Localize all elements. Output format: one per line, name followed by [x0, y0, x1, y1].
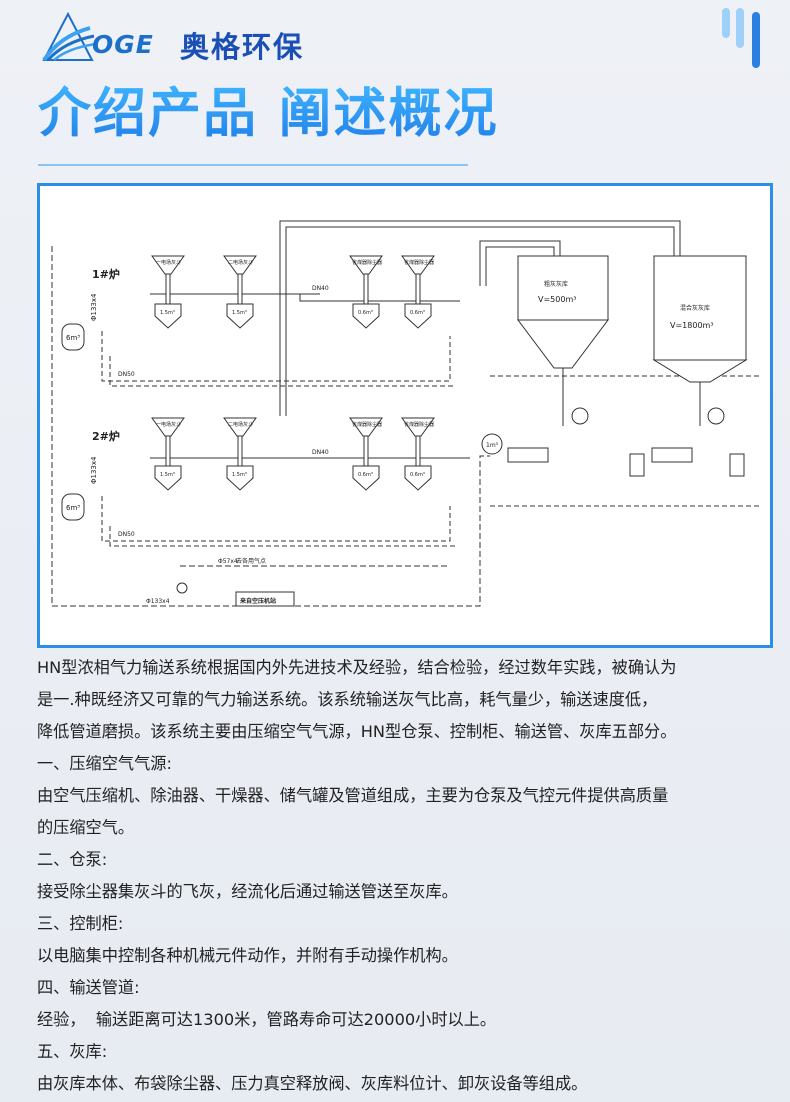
pipe-dn-label-3: DN50	[118, 371, 135, 378]
ash-silo-1: 粗灰灰库 V=500m³	[517, 255, 609, 426]
instrument-air-label: 去各用气点	[236, 557, 266, 565]
silo-2-title: 混合灰灰库	[680, 304, 710, 312]
air-tank-1: 6m³	[61, 323, 85, 351]
air-source-label: 来自空压机站	[240, 597, 276, 605]
section-1-line-1: 由空气压缩机、除油器、干燥器、储气罐及管道组成，主要为仓泵及气控元件提供高质量	[37, 786, 669, 805]
main-pipe-label: Φ133x4	[146, 598, 170, 605]
pipe-dn-label-4: DN50	[118, 531, 135, 538]
ash-silo-2: 混合灰灰库 V=1800m³	[652, 255, 748, 426]
intro-line-3: 降低管道磨损。该系统主要由压缩空气气源，HN型仓泵、控制柜、输送管、灰库五部分。	[37, 722, 677, 741]
section-3-line: 以电脑集中控制各种机械元件动作，并附有手动操作机构。	[37, 946, 458, 965]
pressure-gauge-icon	[176, 582, 188, 594]
furnace-label-1: 1#炉	[92, 267, 120, 281]
svg-text:1.5m³: 1.5m³	[232, 310, 247, 316]
intro-line-1: HN型浓相气力输送系统根据国内外先进技术及经验，结合检验，经过数年实践，被确认为	[37, 658, 677, 677]
air-tank-2: 6m³	[61, 493, 85, 521]
unloading-equipment	[481, 407, 745, 477]
air-tank-label-2: 6m³	[66, 504, 80, 512]
hopper-pump-2-3: 省煤器除尘器 0.6m³	[349, 417, 383, 491]
section-4-title: 四、输送管道:	[37, 978, 140, 997]
furnace-label-2: 2#炉	[92, 429, 120, 443]
svg-text:1.5m³: 1.5m³	[160, 310, 175, 316]
svg-text:省煤器除尘器: 省煤器除尘器	[352, 421, 382, 428]
svg-text:0.6m³: 0.6m³	[410, 310, 425, 316]
svg-text:0.6m³: 0.6m³	[358, 310, 373, 316]
pipe-dn-label-1: DN40	[312, 285, 329, 292]
section-5-title: 五、灰库:	[37, 1042, 108, 1061]
pipe-size-label-1: Φ133x4	[90, 293, 98, 321]
logo-mark-icon	[42, 11, 97, 62]
buffer-tank-label: 1m³	[486, 442, 499, 449]
svg-text:一电场灰斗: 一电场灰斗	[156, 421, 181, 428]
section-2-line: 接受除尘器集灰斗的飞灰，经流化后通过输送管送至灰库。	[37, 882, 458, 901]
system-flow-diagram: 1#炉 2#炉 Φ133x4 Φ133x4 6m³ 6m³ 一电场灰斗 1.5m…	[37, 183, 773, 648]
silo-1-title: 粗灰灰库	[544, 280, 568, 288]
svg-text:1.5m³: 1.5m³	[232, 472, 247, 478]
page-headline: 介绍产品 阐述概况	[38, 83, 499, 144]
intro-line-2: 是一.种既经济又可靠的气力输送系统。该系统输送灰气比高，耗气量少，输送速度低，	[37, 690, 658, 709]
section-1-title: 一、压缩空气气源:	[37, 754, 172, 773]
svg-text:1.5m³: 1.5m³	[160, 472, 175, 478]
logo-chinese-text: 奥格环保	[180, 30, 305, 64]
svg-text:省煤器除尘器: 省煤器除尘器	[404, 421, 434, 428]
header-divider	[38, 164, 468, 166]
hopper-pump-1-1: 一电场灰斗 1.5m³	[151, 255, 185, 329]
brand-logo: OGE 奥格环保	[40, 10, 330, 66]
section-5-line: 由灰库本体、布袋除尘器、压力真空释放阀、灰库料位计、卸灰设备等组成。	[37, 1074, 588, 1093]
hopper-pump-1-4: 省煤器除尘器 0.6m³	[401, 255, 435, 329]
branch-pipe-label: Φ57x4	[218, 558, 238, 565]
silo-1-volume: V=500m³	[538, 295, 576, 304]
hopper-pump-2-4: 省煤器除尘器 0.6m³	[401, 417, 435, 491]
section-4-line: 经验， 输送距离可达1300米，管路寿命可达20000小时以上。	[37, 1010, 497, 1029]
svg-text:一电场灰斗: 一电场灰斗	[156, 259, 181, 266]
pump-row-2: 一电场灰斗 1.5m³ 二电场灰斗 1.5m³ 省煤器除尘器 0.6m³	[151, 417, 435, 491]
hopper-pump-2-1: 一电场灰斗 1.5m³	[151, 417, 185, 491]
logo-latin-text: OGE	[92, 30, 154, 59]
hopper-pump-1-2: 二电场灰斗 1.5m³	[223, 255, 257, 329]
page-header: OGE 奥格环保 介绍产品 阐述概况	[0, 0, 790, 180]
svg-text:省煤器除尘器: 省煤器除尘器	[404, 259, 434, 266]
product-description: HN型浓相气力输送系统根据国内外先进技术及经验，结合检验，经过数年实践，被确认为…	[37, 652, 777, 1100]
svg-text:二电场灰斗: 二电场灰斗	[228, 259, 253, 266]
svg-text:省煤器除尘器: 省煤器除尘器	[352, 259, 382, 266]
pipe-size-label-2: Φ133x4	[90, 456, 98, 484]
air-tank-label-1: 6m³	[66, 334, 80, 342]
pipe-dn-label-2: DN40	[312, 449, 329, 456]
section-3-title: 三、控制柜:	[37, 914, 124, 933]
silo-2-volume: V=1800m³	[670, 321, 714, 330]
hopper-pump-2-2: 二电场灰斗 1.5m³	[223, 417, 257, 491]
svg-text:二电场灰斗: 二电场灰斗	[228, 421, 253, 428]
pump-row-1: 一电场灰斗 1.5m³ 二电场灰斗 1.5m³ 省煤器除尘器 0.6m³	[151, 255, 435, 329]
section-1-line-2: 的压缩空气。	[37, 818, 135, 837]
svg-text:0.6m³: 0.6m³	[410, 472, 425, 478]
section-2-title: 二、仓泵:	[37, 850, 108, 869]
process-diagram-svg: 1#炉 2#炉 Φ133x4 Φ133x4 6m³ 6m³ 一电场灰斗 1.5m…	[51, 220, 760, 607]
decorative-bars-icon	[722, 8, 760, 68]
svg-text:0.6m³: 0.6m³	[358, 472, 373, 478]
hopper-pump-1-3: 省煤器除尘器 0.6m³	[349, 255, 383, 329]
